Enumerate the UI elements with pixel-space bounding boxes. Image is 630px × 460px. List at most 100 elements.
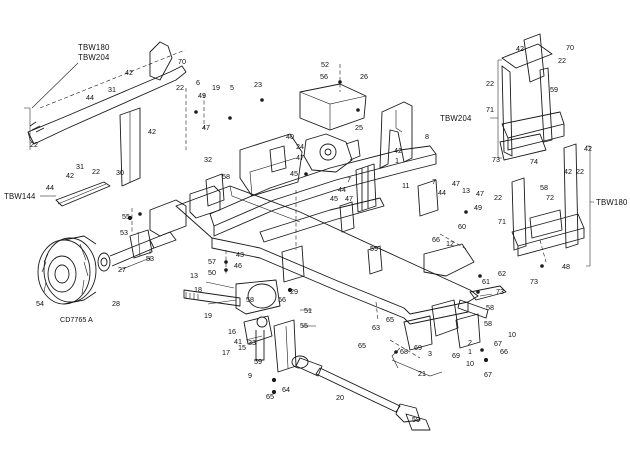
callout-45: 45 xyxy=(290,169,298,178)
tbw180-assembly xyxy=(511,143,585,257)
callout-70: 70 xyxy=(178,57,186,66)
callout-19: 19 xyxy=(204,311,212,320)
model-label-tbw204-right: TBW204 xyxy=(440,114,472,123)
callout-42: 42 xyxy=(564,167,572,176)
callout-65: 65 xyxy=(266,392,274,401)
callout-49: 49 xyxy=(198,91,206,100)
figure-code: CD7765 A xyxy=(60,315,93,324)
callout-22: 22 xyxy=(558,56,566,65)
callout-68: 68 xyxy=(400,347,408,356)
callout-16: 16 xyxy=(228,327,236,336)
callout-64: 64 xyxy=(282,385,290,394)
callout-42: 42 xyxy=(516,44,524,53)
callout-31: 31 xyxy=(76,162,84,171)
callout-58: 58 xyxy=(486,303,494,312)
callout-53: 53 xyxy=(120,228,128,237)
callout-72: 72 xyxy=(546,193,554,202)
tbw144-bar xyxy=(55,181,111,207)
callout-42: 42 xyxy=(66,171,74,180)
callout-46: 46 xyxy=(234,261,242,270)
callout-42: 42 xyxy=(148,127,156,136)
callout-44: 44 xyxy=(46,183,54,192)
callout-48: 48 xyxy=(562,262,570,271)
callout-62: 62 xyxy=(498,269,506,278)
main-frame xyxy=(149,101,479,325)
tbw204-assembly xyxy=(499,33,565,161)
callout-10: 10 xyxy=(466,359,474,368)
leader-lines xyxy=(119,64,547,359)
callout-7: 7 xyxy=(432,177,436,186)
callout-29: 29 xyxy=(290,287,298,296)
callout-8: 8 xyxy=(425,132,429,141)
callout-65: 65 xyxy=(358,341,366,350)
callout-55: 55 xyxy=(300,321,308,330)
callout-56: 56 xyxy=(278,295,286,304)
callout-69: 69 xyxy=(452,351,460,360)
callout-5: 5 xyxy=(230,83,234,92)
callout-55: 55 xyxy=(122,212,130,221)
callout-30: 30 xyxy=(116,168,124,177)
callout-41: 41 xyxy=(234,337,242,346)
callout-54: 54 xyxy=(36,299,44,308)
callout-61: 61 xyxy=(482,277,490,286)
callout-40: 40 xyxy=(286,132,294,141)
model-label-tbw144: TBW144 xyxy=(4,192,36,201)
hub-spindle xyxy=(97,231,177,272)
callout-44: 44 xyxy=(438,188,446,197)
callout-57: 57 xyxy=(208,257,216,266)
callout-44: 44 xyxy=(338,185,346,194)
callout-32: 32 xyxy=(204,155,212,164)
callout-71: 71 xyxy=(486,105,494,114)
callout-52: 52 xyxy=(321,60,329,69)
callout-22: 22 xyxy=(486,79,494,88)
callout-67: 67 xyxy=(494,339,502,348)
callout-56: 56 xyxy=(320,72,328,81)
callout-58: 58 xyxy=(222,172,230,181)
callout-11: 11 xyxy=(402,181,409,190)
callout-50: 50 xyxy=(208,268,216,277)
model-label-tbw180-top: TBW180 xyxy=(78,43,110,52)
callout-49: 49 xyxy=(474,203,482,212)
callout-22: 22 xyxy=(30,140,38,149)
callout-73: 73 xyxy=(492,155,500,164)
callout-24: 24 xyxy=(296,142,304,151)
callout-47: 47 xyxy=(296,153,304,162)
hardware-bolts xyxy=(127,80,544,395)
callout-18: 18 xyxy=(194,285,202,294)
input-shaft xyxy=(183,279,281,315)
callout-1: 1 xyxy=(468,347,472,356)
callout-47: 47 xyxy=(476,189,484,198)
callout-65: 65 xyxy=(386,315,394,324)
callout-58: 58 xyxy=(540,183,548,192)
callout-71: 71 xyxy=(498,217,506,226)
callout-73: 73 xyxy=(496,287,504,296)
model-label-tbw204-top: TBW204 xyxy=(78,53,110,62)
callout-74: 74 xyxy=(530,157,538,166)
callout-1: 1 xyxy=(395,156,399,165)
callout-58: 58 xyxy=(484,319,492,328)
callout-23: 23 xyxy=(254,80,262,89)
callout-59: 59 xyxy=(412,415,420,424)
callout-47: 47 xyxy=(345,194,353,203)
callout-69: 69 xyxy=(414,343,422,352)
callout-59: 59 xyxy=(550,85,558,94)
callout-2: 2 xyxy=(468,338,472,347)
right-hitch xyxy=(391,285,507,377)
callout-63: 63 xyxy=(372,323,380,332)
lower-linkage xyxy=(243,315,297,373)
callout-6: 6 xyxy=(196,78,200,87)
callout-labels: 70 42 31 22 44 42 22 30 31 42 22 44 55 5… xyxy=(30,43,592,424)
callout-45: 45 xyxy=(330,194,338,203)
gearbox xyxy=(269,83,367,173)
callout-21: 21 xyxy=(418,369,426,378)
callout-59: 59 xyxy=(254,357,262,366)
callout-3: 3 xyxy=(428,349,432,358)
callout-60: 60 xyxy=(458,222,466,231)
callout-59: 59 xyxy=(370,244,378,253)
callout-17: 17 xyxy=(222,348,230,357)
callout-22: 22 xyxy=(576,167,584,176)
wheel-tire xyxy=(37,235,97,305)
callout-43: 43 xyxy=(236,250,244,259)
